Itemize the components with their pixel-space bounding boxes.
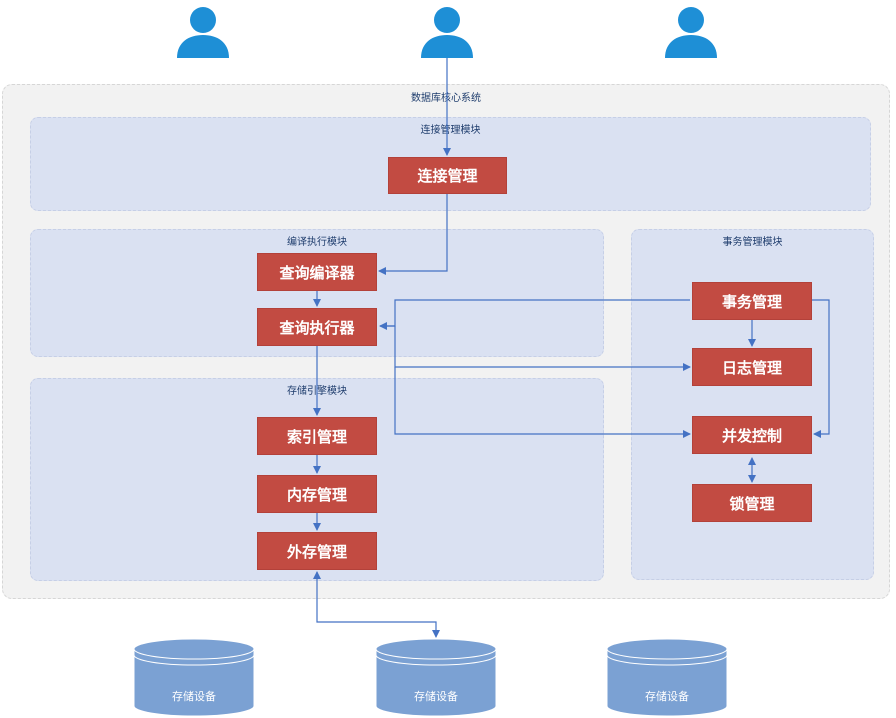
storage-device-label: 存储设备 (172, 690, 216, 703)
user-icon-3 (663, 4, 719, 58)
storage-device-1: 存储设备 (133, 638, 255, 718)
memory-mgmt-box: 内存管理 (257, 475, 377, 513)
database-cylinder-icon (375, 638, 497, 717)
index-mgmt-box: 索引管理 (257, 417, 377, 455)
storage-device-2: 存储设备 (375, 638, 497, 718)
user-icon-2 (419, 4, 475, 58)
storage-device-3: 存储设备 (606, 638, 728, 718)
connection-mgmt-box: 连接管理 (388, 157, 507, 194)
compile-module-label: 编译执行模块 (287, 237, 347, 248)
database-cylinder-icon (606, 638, 728, 717)
log-mgmt-box: 日志管理 (692, 348, 812, 386)
query-compiler-box: 查询编译器 (257, 253, 377, 291)
user-icon-1 (175, 4, 231, 58)
storage-device-label: 存储设备 (645, 690, 689, 703)
external-mgmt-box: 外存管理 (257, 532, 377, 570)
lock-mgmt-box: 锁管理 (692, 484, 812, 522)
database-cylinder-icon (133, 638, 255, 717)
storage-device-label: 存储设备 (414, 690, 458, 703)
connection-module-label: 连接管理模块 (420, 125, 481, 136)
system-title: 数据库核心系统 (411, 93, 481, 104)
transaction-module-label: 事务管理模块 (722, 237, 783, 248)
transaction-mgmt-box: 事务管理 (692, 282, 812, 320)
concurrency-ctrl-box: 并发控制 (692, 416, 812, 454)
query-executor-box: 查询执行器 (257, 308, 377, 346)
